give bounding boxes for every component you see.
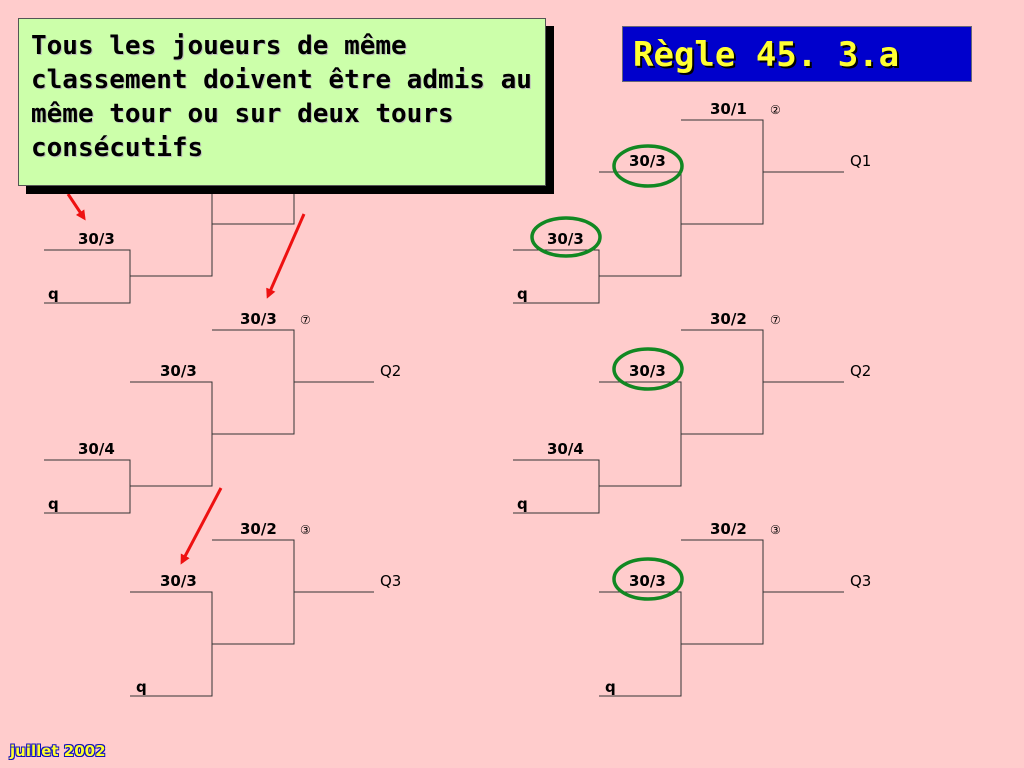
- arrow-2: [266, 213, 306, 299]
- left-b3-result: Q3: [380, 572, 401, 590]
- callout-text: Tous les joueurs de même classement doiv…: [31, 31, 532, 163]
- left-b2-middle-match: [130, 381, 213, 487]
- left-b1-connector: [130, 172, 213, 277]
- right-b1-result: Q1: [850, 152, 871, 170]
- right-b1-middle-label: 30/3: [629, 152, 666, 170]
- right-b3-middle-match: [599, 591, 682, 697]
- right-b2-top-label: 30/2: [710, 310, 747, 328]
- right-b2-top-seed: ⑦: [770, 313, 781, 327]
- left-b3-middle-match: [130, 591, 213, 697]
- footer-date: juillet 2002: [10, 742, 106, 760]
- left-b3-top-match: [212, 539, 295, 645]
- red-arrows: [66, 193, 306, 565]
- right-b1-q-label: q: [517, 285, 528, 303]
- left-b2-bottom-label: 30/4: [78, 440, 115, 458]
- left-b2-top-seed: ⑦: [300, 313, 311, 327]
- left-b2-top-label: 30/3: [240, 310, 277, 328]
- right-b3-middle-label: 30/3: [629, 572, 666, 590]
- highlight-circles: [530, 144, 684, 601]
- right-b3-top-seed: ③: [770, 523, 781, 537]
- highlight-circle-right-b3-middle: [612, 557, 684, 601]
- highlight-circle-right-b1-middle: [612, 144, 684, 188]
- left-b3-q-label: q: [136, 678, 147, 696]
- left-b3-top-seed: ③: [300, 523, 311, 537]
- left-b2-first-match: [44, 459, 131, 514]
- left-b2-result: Q2: [380, 362, 401, 380]
- right-b1-top-match: [681, 119, 764, 225]
- right-b1-middle-match: [599, 171, 682, 277]
- right-b3-top-match: [681, 539, 764, 645]
- right-b1-top-label: 30/1: [710, 100, 747, 118]
- right-b3-top-label: 30/2: [710, 520, 747, 538]
- right-b2-result: Q2: [850, 362, 871, 380]
- right-b2-first-match: [513, 459, 600, 514]
- left-b3-top-label: 30/2: [240, 520, 277, 538]
- arrow-1: [66, 193, 86, 221]
- left-b2-top-match: [212, 329, 295, 435]
- left-b1-q-label: q: [48, 285, 59, 303]
- right-b2-bottom-label: 30/4: [547, 440, 584, 458]
- bracket-lines: [44, 119, 844, 697]
- right-b1-top-seed: ②: [770, 103, 781, 117]
- left-b3-middle-label: 30/3: [160, 572, 197, 590]
- right-b3-result: Q3: [850, 572, 871, 590]
- rule-title: Règle 45. 3.a: [622, 26, 972, 82]
- right-b2-middle-label: 30/3: [629, 362, 666, 380]
- highlight-circle-right-b1-bottom: [530, 216, 602, 258]
- right-b3-q-label: q: [605, 678, 616, 696]
- right-b1-first-match: [513, 249, 600, 304]
- left-b1-bottom-label: 30/3: [78, 230, 115, 248]
- highlight-circle-right-b2-middle: [612, 347, 684, 391]
- right-b2-top-match: [681, 329, 764, 435]
- right-b2-middle-match: [599, 381, 682, 487]
- right-b1-bottom-label: 30/3: [547, 230, 584, 248]
- left-b2-middle-label: 30/3: [160, 362, 197, 380]
- right-b2-q-label: q: [517, 495, 528, 513]
- arrow-3: [180, 487, 223, 565]
- rule-callout: Tous les joueurs de même classement doiv…: [18, 18, 546, 186]
- left-b2-q-label: q: [48, 495, 59, 513]
